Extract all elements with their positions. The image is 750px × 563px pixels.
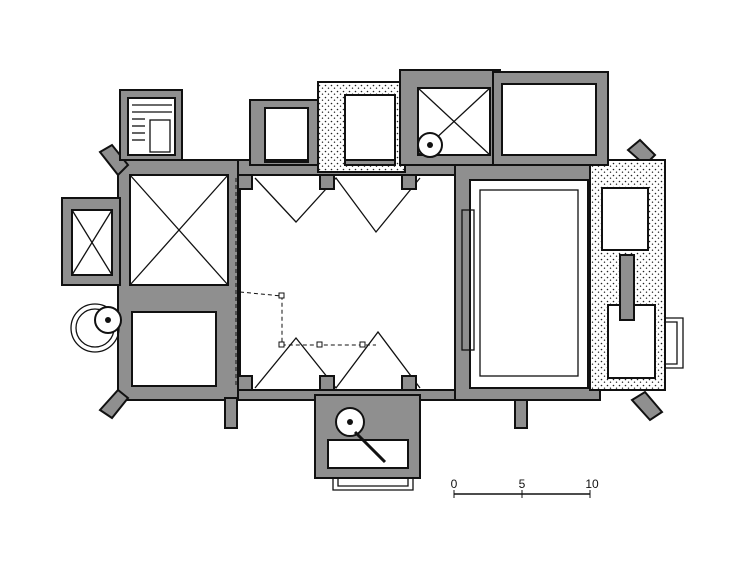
stair-treads [132, 104, 172, 153]
west-vault-lines [129, 174, 229, 286]
west-annex [61, 197, 121, 286]
east-partition [619, 254, 635, 321]
north-chapel-4 [492, 71, 609, 166]
north-chapel-1 [249, 99, 321, 166]
spiral-stair-west [70, 303, 122, 353]
spiral-stair-south [335, 407, 387, 464]
scale-bar: 0 5 10 [451, 477, 599, 498]
spiral-stair-north [417, 132, 443, 158]
nave-piers [237, 174, 417, 391]
north-chapel-2 [317, 81, 406, 173]
buttresses [98, 138, 664, 429]
south-porch [314, 394, 421, 479]
east-steps [665, 317, 684, 369]
scale-label-0: 0 [451, 477, 458, 491]
nave-vault-lines [235, 176, 421, 390]
west-bay-walls [117, 159, 241, 401]
scale-label-10: 10 [585, 477, 599, 491]
northwest-stair [119, 89, 183, 161]
chancel-inner-lines [461, 189, 579, 377]
west-annex-vault [71, 209, 113, 276]
south-porch-steps [332, 478, 414, 491]
scale-label-5: 5 [519, 477, 526, 491]
